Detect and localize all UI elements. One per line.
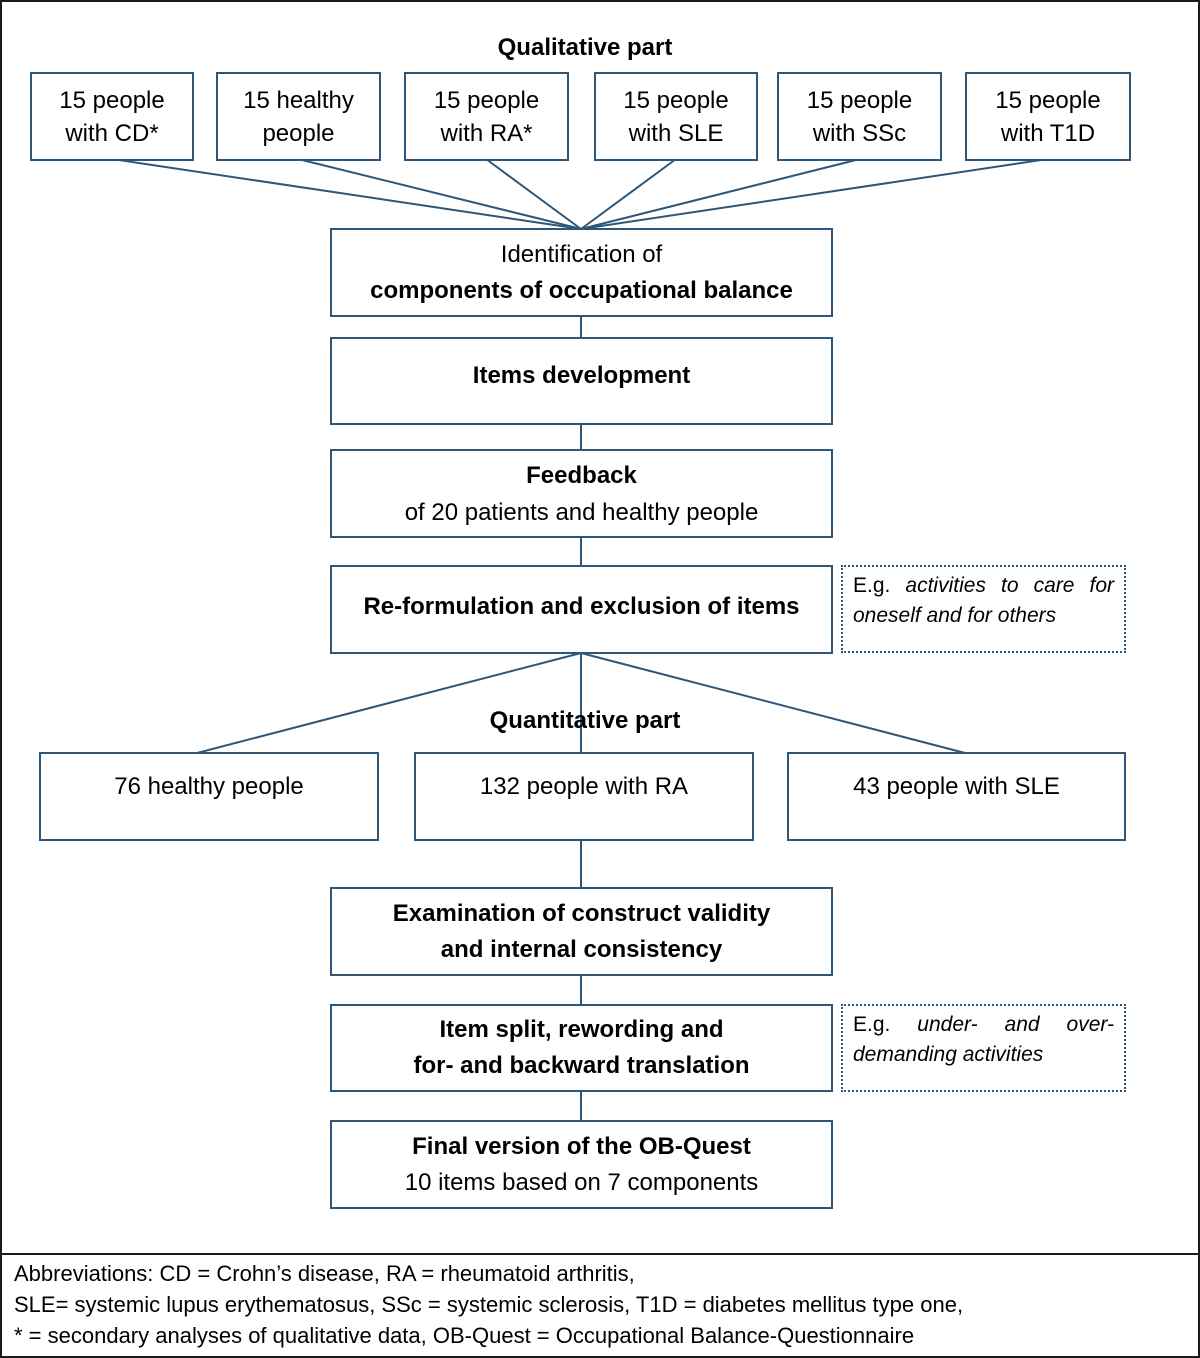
note-example: under- and over-demanding activities: [853, 1013, 1114, 1066]
final-version-title: Final version of the OB-Quest: [412, 1132, 751, 1160]
feedback-box: Feedback of 20 patients and healthy peop…: [330, 449, 833, 538]
connector-cd: [111, 158, 582, 230]
group-box-line2: with CD*: [65, 119, 159, 147]
connector-to-healthy-76: [196, 652, 582, 754]
note-prefix: E.g.: [853, 1013, 918, 1036]
group-box-line1: 15 people: [806, 86, 913, 114]
qualitative-heading: Qualitative part: [497, 34, 673, 61]
group-box-line2: with SLE: [628, 119, 724, 147]
legend-divider: [0, 1253, 1200, 1255]
quantitative-heading: Quantitative part: [489, 707, 681, 734]
feedback-subtitle: of 20 patients and healthy people: [404, 498, 759, 526]
quant-box-ra: 132 people with RA: [414, 752, 754, 841]
group-box-line2: with SSc: [812, 119, 907, 147]
group-box-ra: 15 people with RA*: [404, 72, 569, 161]
group-box-line1: 15 people: [433, 86, 540, 114]
connector-to-sle-43: [580, 652, 966, 754]
quant-box-healthy: 76 healthy people: [39, 752, 379, 841]
item-split-box: Item split, rewording and for- and backw…: [330, 1004, 833, 1092]
group-box-line2: with T1D: [1000, 119, 1096, 147]
item-split-example-note: E.g. under- and over-demanding activitie…: [841, 1004, 1126, 1092]
items-development-title: Items development: [472, 362, 691, 389]
group-box-healthy: 15 healthy people: [216, 72, 381, 161]
group-box-line1: 15 people: [995, 86, 1101, 114]
abbreviations-legend: Abbreviations: CD = Crohn’s disease, RA …: [14, 1258, 963, 1351]
examination-line2: and internal consistency: [440, 935, 723, 963]
identification-box: Identification of components of occupati…: [330, 228, 833, 317]
group-box-ssc: 15 people with SSc: [777, 72, 942, 161]
examination-box: Examination of construct validity and in…: [330, 887, 833, 976]
quant-box-sle: 43 people with SLE: [787, 752, 1126, 841]
feedback-title: Feedback: [526, 461, 637, 489]
group-box-line1: 15 healthy: [243, 86, 354, 114]
reformulation-box: Re-formulation and exclusion of items: [330, 565, 833, 654]
item-split-line2: for- and backward translation: [413, 1052, 750, 1079]
identification-line1: Identification of: [500, 240, 663, 268]
connector-sle: [580, 158, 677, 230]
group-box-line2: people: [262, 119, 335, 147]
quant-box-label: 132 people with RA: [479, 773, 689, 800]
legend-line1: Abbreviations: CD = Crohn’s disease, RA …: [14, 1261, 635, 1286]
legend-line2: SLE= systemic lupus erythematosus, SSc =…: [14, 1292, 964, 1317]
final-version-subtitle: 10 items based on 7 components: [404, 1168, 759, 1196]
group-box-line1: 15 people: [59, 86, 165, 114]
group-box-line1: 15 people: [623, 86, 729, 114]
connector-t1d: [580, 158, 1049, 230]
connector-ra: [485, 158, 582, 230]
legend-line3: * = secondary analyses of qualitative da…: [14, 1323, 915, 1348]
group-box-t1d: 15 people with T1D: [965, 72, 1131, 161]
quant-box-label: 76 healthy people: [114, 773, 304, 800]
items-development-box: Items development: [330, 337, 833, 425]
group-box-sle: 15 people with SLE: [594, 72, 758, 161]
note-example: activities to care for oneself and for o…: [853, 574, 1114, 627]
connector-healthy: [297, 158, 582, 230]
note-prefix: E.g.: [853, 574, 906, 597]
connector-ssc: [580, 158, 861, 230]
item-split-line1: Item split, rewording and: [439, 1016, 724, 1043]
group-box-line2: with RA*: [440, 119, 533, 147]
reformulation-title: Re-formulation and exclusion of items: [363, 592, 800, 620]
final-version-box: Final version of the OB-Quest 10 items b…: [330, 1120, 833, 1209]
identification-line2: components of occupational balance: [370, 276, 793, 304]
examination-line1: Examination of construct validity: [392, 899, 771, 927]
group-box-cd: 15 people with CD*: [30, 72, 194, 161]
quant-box-label: 43 people with SLE: [853, 773, 1060, 800]
reformulation-example-note: E.g. activities to care for oneself and …: [841, 565, 1126, 653]
